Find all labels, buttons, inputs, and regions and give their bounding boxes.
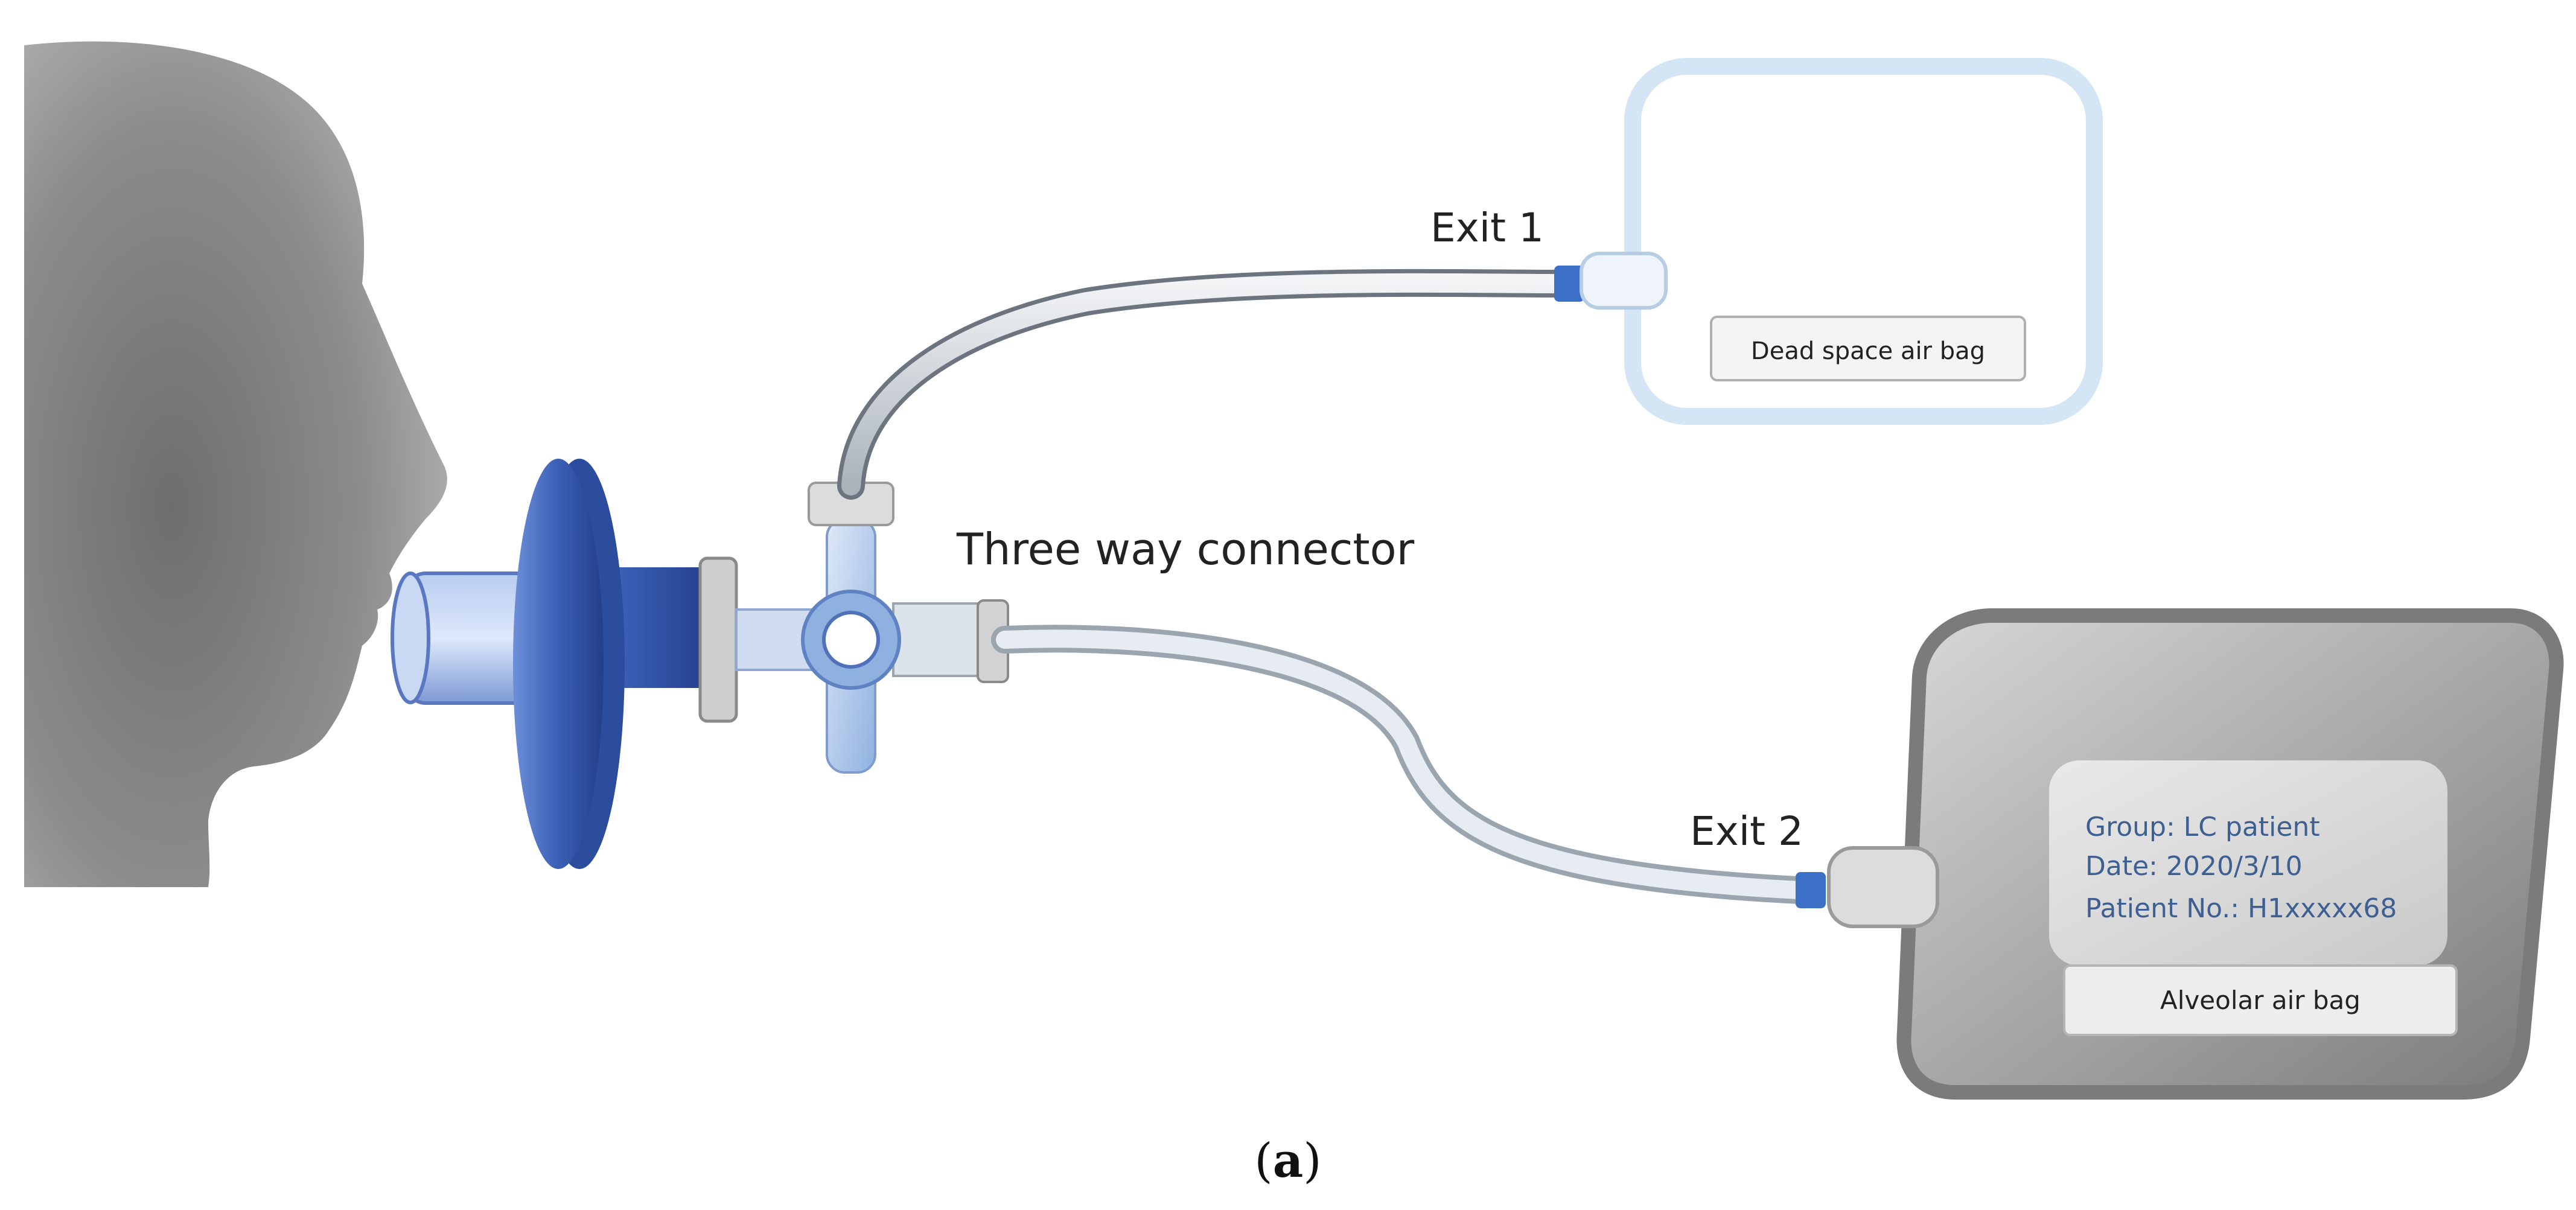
tube-exit-2: [991, 625, 1826, 908]
three-way-connector: [735, 482, 1009, 774]
dead-space-tag-text: Dead space air bag: [1751, 337, 1985, 365]
caption-open: (: [1254, 1134, 1272, 1188]
alveolar-info-panel: [2049, 760, 2447, 966]
alveolar-tag: [2063, 964, 2458, 1036]
alveolar-air-bag: Group: LC patient Date: 2020/3/10 Patien…: [1827, 608, 2564, 1100]
exit-2-label: Exit 2: [1690, 808, 1803, 855]
exit-1-label: Exit 1: [1430, 205, 1544, 251]
alveolar-group-text: Group: LC patient: [2085, 812, 2320, 842]
mouthpiece: [391, 572, 536, 705]
dead-space-air-bag: Dead space air bag: [1580, 58, 2103, 425]
bacterial-filter: [513, 459, 738, 869]
alveolar-patient-text: Patient No.: H1xxxxx68: [2085, 893, 2397, 924]
head-silhouette: [24, 41, 447, 887]
tube-exit-1: [837, 266, 1584, 500]
caption-letter: a: [1273, 1133, 1304, 1188]
alveolar-date-text: Date: 2020/3/10: [2085, 851, 2303, 882]
alveolar-tag-text: Alveolar air bag: [2160, 986, 2361, 1015]
connector-label: Three way connector: [956, 524, 1415, 575]
dead-space-tag: [1710, 316, 2026, 381]
figure-caption: (a): [1254, 1133, 1321, 1188]
caption-close: ): [1303, 1134, 1321, 1188]
